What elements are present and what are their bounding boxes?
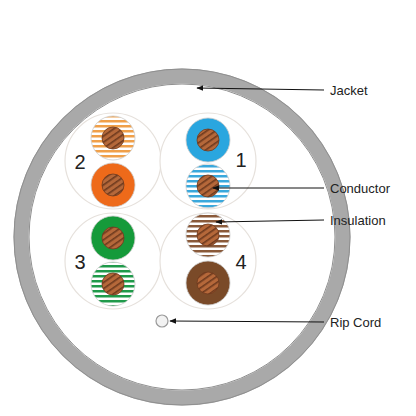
pair-number: 2 [74, 151, 85, 174]
callout-label: Conductor [330, 181, 390, 196]
wire-conductors [102, 127, 219, 295]
rip-cord [156, 315, 168, 327]
callout-label: Jacket [330, 83, 368, 98]
pair-number: 1 [235, 149, 246, 172]
callout-label: Rip Cord [330, 315, 381, 330]
wire-insulation [91, 116, 230, 306]
jacket-edge [14, 69, 350, 405]
leader-lines [170, 88, 324, 322]
pair-outlines [65, 113, 256, 309]
callout-label: Insulation [330, 213, 386, 228]
pair-number: 4 [235, 251, 246, 274]
jacket-inner [29, 84, 335, 390]
jacket-ring [21, 76, 343, 398]
pair-number: 3 [74, 251, 85, 274]
